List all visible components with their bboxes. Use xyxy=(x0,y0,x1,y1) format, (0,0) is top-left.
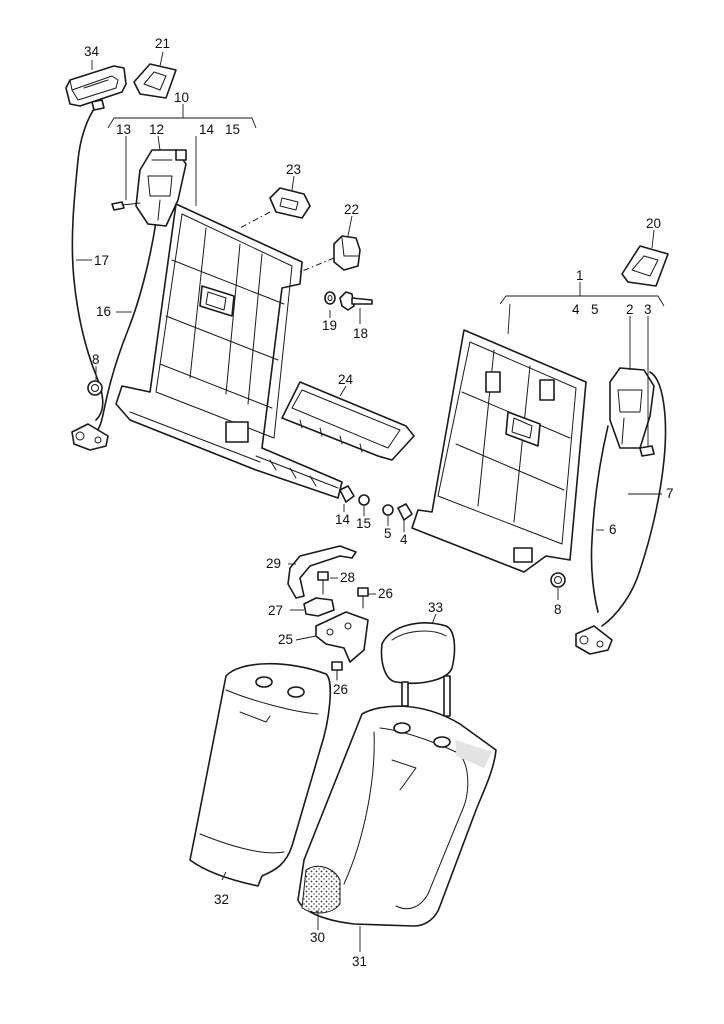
callout-8-right: 8 xyxy=(554,602,562,617)
callout-25: 25 xyxy=(278,632,293,647)
part-15-bolt-center xyxy=(358,494,370,506)
part-26-screw-upper xyxy=(357,587,369,609)
part-21-trim-bezel xyxy=(133,63,177,99)
callout-33: 33 xyxy=(428,600,443,615)
part-latch-foot-right xyxy=(575,625,613,655)
callout-19: 19 xyxy=(322,318,337,333)
callout-10: 10 xyxy=(174,90,189,105)
callout-22: 22 xyxy=(344,202,359,217)
callout-17: 17 xyxy=(94,253,109,268)
part-31-backrest-cover xyxy=(297,705,497,927)
dash-23-to-frame xyxy=(239,211,271,229)
part-29-bracket xyxy=(287,545,357,599)
part-24-cross-member xyxy=(281,381,415,461)
part-5-bolt-center xyxy=(382,504,394,516)
callout-6: 6 xyxy=(609,522,617,537)
callout-31: 31 xyxy=(352,954,367,969)
callout-24: 24 xyxy=(338,372,354,387)
callout-14-center: 14 xyxy=(335,512,351,527)
callout-5-top: 5 xyxy=(591,302,599,317)
callout-5-center: 5 xyxy=(384,526,392,541)
callout-18: 18 xyxy=(353,326,368,341)
part-8-grommet-left xyxy=(87,380,103,396)
part-6-cable-right xyxy=(590,425,609,613)
callout-21: 21 xyxy=(155,36,170,51)
part-14-bushing-center xyxy=(339,485,355,503)
part-25-bracket-plate xyxy=(315,611,369,663)
part-33-headrest xyxy=(380,622,456,717)
callout-29: 29 xyxy=(266,556,281,571)
part-13-bolt-left xyxy=(111,201,141,211)
callout-8-left: 8 xyxy=(92,352,100,367)
callout-28: 28 xyxy=(340,570,355,585)
part-23-trim-cover xyxy=(269,187,311,219)
callout-26-upper: 26 xyxy=(378,586,393,601)
callout-3: 3 xyxy=(644,302,652,317)
callout-labels: 34 21 10 13 12 14 15 23 22 20 17 1 4 5 2… xyxy=(84,36,674,969)
part-12-latch-mechanism-left xyxy=(135,149,187,227)
callout-16: 16 xyxy=(96,304,111,319)
part-27-clip xyxy=(303,597,335,617)
part-22-cap xyxy=(333,235,361,271)
part-28-bolt xyxy=(317,571,329,595)
part-30-padding xyxy=(301,865,341,914)
callout-30: 30 xyxy=(310,930,325,945)
callout-23: 23 xyxy=(286,162,301,177)
callout-15-center: 15 xyxy=(356,516,371,531)
callout-32: 32 xyxy=(214,892,229,907)
dash-22-to-frame xyxy=(299,257,335,273)
part-18-bolt xyxy=(339,291,373,311)
part-1-backrest-frame-right xyxy=(411,329,587,573)
leader-lines xyxy=(76,51,665,952)
part-4-bushing-center xyxy=(397,503,413,521)
part-8-grommet-right xyxy=(550,572,566,588)
part-32-armrest-cover xyxy=(189,662,332,887)
callout-15-top: 15 xyxy=(225,122,240,137)
part-7-release-cable-right xyxy=(601,371,667,627)
part-3-bolt-right xyxy=(639,445,655,457)
part-34-release-handle xyxy=(65,65,127,107)
callout-7: 7 xyxy=(666,486,674,501)
part-2-latch-mechanism-right xyxy=(609,367,655,449)
part-19-washer xyxy=(324,291,336,305)
part-26-screw-lower xyxy=(331,661,343,681)
part-16-cable xyxy=(95,221,157,433)
callout-1: 1 xyxy=(576,268,584,283)
part-latch-foot-left xyxy=(71,423,109,451)
callout-20: 20 xyxy=(646,216,661,231)
callout-4-center: 4 xyxy=(400,532,408,547)
callout-34: 34 xyxy=(84,44,100,59)
callout-13: 13 xyxy=(116,122,131,137)
callout-2: 2 xyxy=(626,302,634,317)
callout-27: 27 xyxy=(268,603,283,618)
callout-26-lower: 26 xyxy=(333,682,348,697)
part-20-trim-bezel-right xyxy=(621,245,669,287)
callout-4-top: 4 xyxy=(572,302,580,317)
callout-12: 12 xyxy=(149,122,164,137)
callout-14-top: 14 xyxy=(199,122,215,137)
part-10-backrest-frame-left xyxy=(115,203,343,499)
part-17-cable-end xyxy=(91,99,105,111)
